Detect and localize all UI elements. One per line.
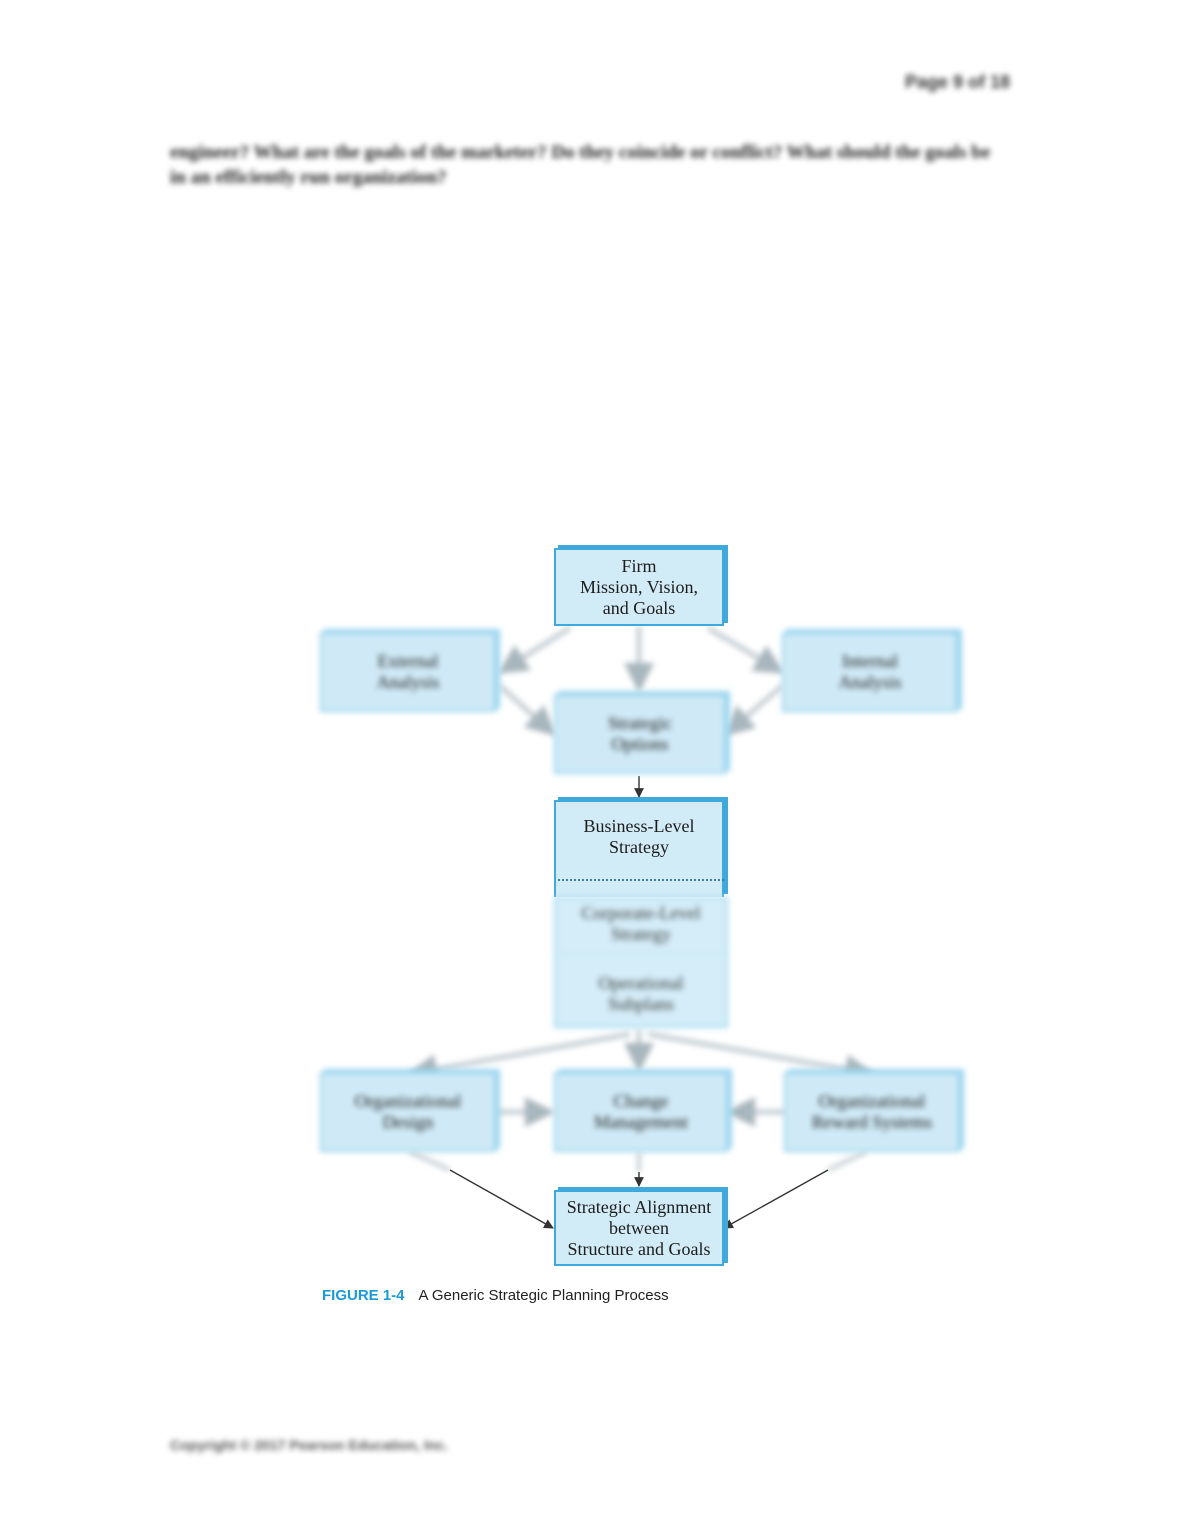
organizational-design-box: Organizational Design bbox=[320, 1072, 496, 1152]
copyright-footer: Copyright © 2017 Pearson Education, Inc. bbox=[170, 1437, 448, 1453]
intro-paragraph: engineer? What are the goals of the mark… bbox=[170, 142, 991, 188]
figure-number: FIGURE 1-4 bbox=[322, 1287, 405, 1304]
figure-title: A Generic Strategic Planning Process bbox=[418, 1287, 669, 1304]
dotted-divider bbox=[558, 879, 724, 881]
operational-subplans: Operational Subplans bbox=[598, 973, 684, 1014]
business-level-strategy-box: Business-Level Strategy bbox=[554, 800, 724, 897]
mission-vision-goals-box: Firm Mission, Vision, and Goals bbox=[554, 548, 724, 626]
strategy-levels-box: Business-Level Strategy Corporate-Level … bbox=[554, 800, 728, 1028]
faded-connectors bbox=[407, 625, 875, 1172]
change-management-box: Change Management bbox=[554, 1072, 728, 1152]
figure-caption: FIGURE 1-4 A Generic Strategic Planning P… bbox=[322, 1287, 669, 1309]
segment-divider bbox=[556, 953, 726, 954]
organizational-reward-systems-box: Organizational Reward Systems bbox=[784, 1072, 960, 1152]
corporate-level-strategy: Corporate-Level Strategy bbox=[581, 903, 701, 944]
arrow-design-to-alignment bbox=[449, 1169, 554, 1229]
arrow-reward-to-alignment bbox=[723, 1169, 829, 1229]
internal-analysis-box: Internal Analysis bbox=[782, 632, 958, 712]
page-number: Page 9 of 18 bbox=[904, 72, 1010, 92]
external-analysis-box: External Analysis bbox=[320, 632, 496, 712]
strategic-options-box: Strategic Options bbox=[554, 694, 726, 774]
lower-strategy-section: Corporate-Level Strategy Operational Sub… bbox=[554, 897, 728, 1028]
strategic-alignment-box: Strategic Alignment between Structure an… bbox=[554, 1190, 724, 1266]
